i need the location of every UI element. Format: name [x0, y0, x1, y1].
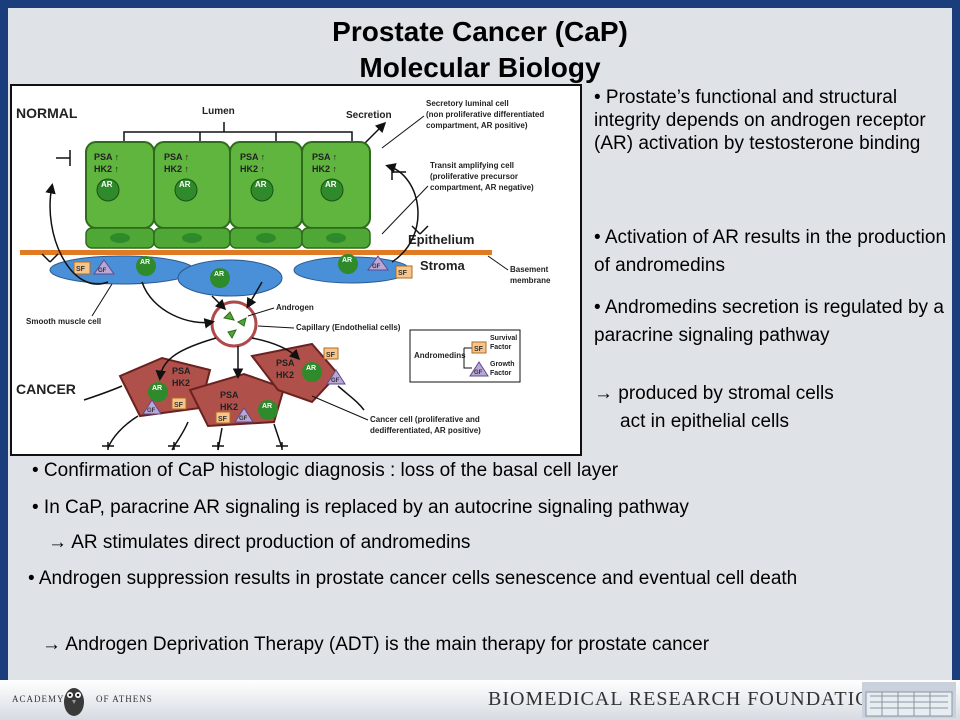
owl-logo-icon	[64, 688, 84, 716]
bullet-androgen-suppression: • Androgen suppression results in prosta…	[28, 568, 798, 589]
lumen-bracket	[123, 122, 353, 146]
ar-label: AR	[140, 259, 150, 266]
gf-label: GF	[147, 408, 156, 414]
gf-label: GF	[474, 370, 483, 376]
transit-line-3: compartment, AR negative)	[430, 183, 534, 192]
foundation-name: BIOMEDICAL RESEARCH FOUNDATION	[488, 688, 887, 710]
ar-label: AR	[179, 180, 191, 189]
academy-right: OF ATHENS	[96, 694, 153, 704]
cancer-hk2-label: HK2	[172, 378, 190, 388]
secretory-line-2: (non proliferative differentiated	[426, 110, 544, 119]
sf-label: SF	[326, 352, 336, 359]
andromedins-label: Andromedins	[414, 351, 466, 360]
normal-label: NORMAL	[16, 105, 78, 121]
survival-line-1: Survival	[490, 335, 517, 342]
sf-label: SF	[474, 346, 484, 353]
ar-label: AR	[262, 403, 272, 410]
sf-label: SF	[76, 266, 86, 273]
receptor-symbols	[41, 150, 429, 450]
secretory-cell-annotation: Secretory luminal cell (non proliferativ…	[381, 99, 544, 149]
ar-label: AR	[214, 271, 224, 278]
cancer-cells: PSA HK2 PSA HK2 PSA HK2 AR AR AR SF GF S…	[118, 342, 346, 428]
growth-line-2: Factor	[490, 370, 512, 377]
survival-line-2: Factor	[490, 344, 512, 351]
lumen-label: Lumen	[202, 106, 235, 117]
hk2-label: HK2 ↑	[240, 164, 265, 174]
luminal-cell: PSA ↑ HK2 ↑ AR	[153, 141, 231, 229]
ar-label: AR	[152, 385, 162, 392]
secretion-arrow	[361, 121, 387, 147]
psa-label: PSA ↑	[312, 152, 337, 162]
basal-cells	[85, 227, 371, 249]
cancer-hk2-label: HK2	[276, 370, 294, 380]
ar-label: AR	[325, 180, 337, 189]
ar-label: AR	[101, 180, 113, 189]
secretory-line-1: Secretory luminal cell	[426, 99, 509, 108]
basement-membrane	[20, 250, 492, 255]
stroma-label: Stroma	[420, 258, 466, 273]
footer: ACADEMY OF ATHENS BIOMEDICAL RESEARCH FO…	[0, 680, 960, 720]
secretion-label: Secretion	[346, 110, 392, 121]
cancer-psa-label: PSA	[172, 366, 191, 376]
sf-label: SF	[174, 402, 184, 409]
prostate-diagram: NORMAL CANCER Lumen Secretion Secretory …	[10, 84, 582, 456]
gf-label: GF	[239, 416, 248, 422]
ar-label: AR	[306, 365, 316, 372]
cancer-psa-label: PSA	[276, 358, 295, 368]
academy-left: ACADEMY	[12, 694, 65, 704]
luminal-cell: PSA ↑ HK2 ↑ AR	[85, 141, 155, 229]
gf-label: GF	[331, 378, 340, 384]
bullet-histology: • Confirmation of CaP histologic diagnos…	[32, 460, 619, 481]
slide-title: Prostate Cancer (CaP) Molecular Biology	[8, 14, 952, 86]
cancer-hk2-label: HK2	[220, 402, 238, 412]
gf-label: GF	[372, 264, 381, 270]
hk2-label: HK2 ↑	[94, 164, 119, 174]
transit-line-1: Transit amplifying cell	[430, 161, 514, 170]
arrow-epithelial: act in epithelial cells	[620, 411, 789, 432]
psa-label: PSA ↑	[164, 152, 189, 162]
sf-label: SF	[218, 416, 228, 423]
hk2-label: HK2 ↑	[164, 164, 189, 174]
cancer-cell-line-2: dedifferentiated, AR positive)	[370, 426, 481, 435]
smooth-muscle-label: Smooth muscle cell	[26, 317, 101, 326]
secretory-line-3: compartment, AR positive)	[426, 121, 528, 130]
capillary	[210, 300, 258, 348]
bullet-autocrine: • In CaP, paracrine AR signaling is repl…	[32, 497, 689, 518]
building-image-icon	[862, 682, 956, 718]
basement-line-1: Basement	[510, 265, 549, 274]
growth-line-1: Growth	[490, 361, 515, 368]
transit-cell-annotation: Transit amplifying cell (proliferative p…	[381, 161, 534, 235]
bullet-andromedins-production: • Activation of AR results in the produc…	[594, 227, 947, 276]
signaling-arrows	[45, 163, 419, 451]
psa-label: PSA ↑	[94, 152, 119, 162]
andromedins-legend: Andromedins SF Survival Factor GF Growth…	[409, 329, 521, 383]
stromal-cells: AR AR AR SF GF GF SF	[49, 254, 413, 297]
basement-line-2: membrane	[510, 276, 551, 285]
luminal-cell: PSA ↑ HK2 ↑ AR	[301, 141, 371, 229]
hk2-label: HK2 ↑	[312, 164, 337, 174]
capillary-label: Capillary (Endothelial cells)	[296, 323, 401, 332]
cancer-psa-label: PSA	[220, 390, 239, 400]
title-line-1: Prostate Cancer (CaP)	[332, 16, 628, 47]
cancer-label: CANCER	[16, 381, 76, 397]
ar-label: AR	[342, 257, 352, 264]
transit-line-2: (proliferative precursor	[430, 172, 518, 181]
sf-label: SF	[398, 270, 408, 277]
slide: Prostate Cancer (CaP) Molecular Biology …	[8, 8, 952, 680]
bullet-ar-activation: • Prostate’s functional and structural i…	[594, 87, 926, 154]
epithelium-label: Epithelium	[408, 232, 474, 247]
cancer-cell-line-1: Cancer cell (proliferative and	[370, 415, 480, 424]
title-line-2: Molecular Biology	[359, 52, 601, 83]
gf-label: GF	[98, 268, 107, 274]
psa-label: PSA ↑	[240, 152, 265, 162]
arrow-ar-stimulates: → AR stimulates direct production of and…	[48, 532, 471, 553]
androgen-label: Androgen	[276, 303, 314, 312]
arrow-adt: → Androgen Deprivation Therapy (ADT) is …	[42, 634, 710, 655]
ar-label: AR	[255, 180, 267, 189]
luminal-cells: PSA ↑ HK2 ↑ AR PSA ↑ HK2 ↑ AR PSA ↑ HK2 …	[85, 141, 371, 229]
luminal-cell: PSA ↑ HK2 ↑ AR	[229, 141, 303, 229]
bullet-paracrine: • Andromedins secretion is regulated by …	[594, 297, 944, 346]
arrow-stromal: → produced by stromal cells	[594, 383, 834, 404]
